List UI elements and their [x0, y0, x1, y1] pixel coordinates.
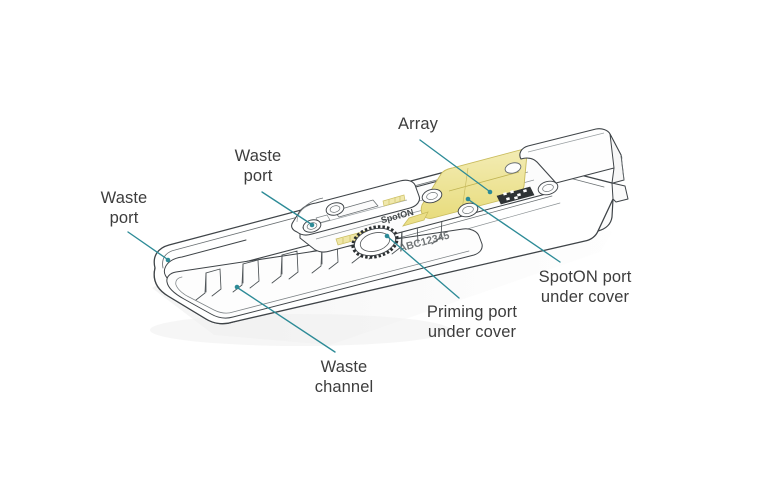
leader-line-waste-port-top [261, 191, 312, 225]
leader-line-spoton-port [468, 199, 561, 263]
callout-label-array: Array [398, 115, 438, 133]
leader-endpoint-waste-port-left [165, 257, 171, 263]
leader-line-waste-channel [237, 287, 336, 353]
callout-label-spoton-port: SpotON port under cover [538, 268, 632, 306]
data-matrix-code [496, 186, 535, 205]
leader-endpoint-waste-port-top [309, 222, 315, 228]
leader-endpoint-array [487, 189, 493, 195]
leader-line-array [419, 139, 490, 192]
leader-endpoint-priming-port [384, 233, 390, 239]
leader-endpoint-spoton-port [465, 196, 471, 202]
cover-flap [519, 128, 629, 203]
leader-endpoint-waste-channel [234, 284, 240, 290]
callout-label-priming-port: Priming port under cover [426, 303, 518, 341]
callout-leaders [127, 139, 561, 353]
leader-line-waste-port-left [127, 231, 168, 260]
callout-label-waste-channel: Waste channel [314, 358, 374, 396]
leader-line-priming-port [387, 236, 460, 299]
callout-endpoints [165, 189, 493, 290]
callout-label-waste-port-top: Waste port [234, 147, 282, 185]
callout-label-waste-port-left: Waste port [100, 189, 148, 227]
